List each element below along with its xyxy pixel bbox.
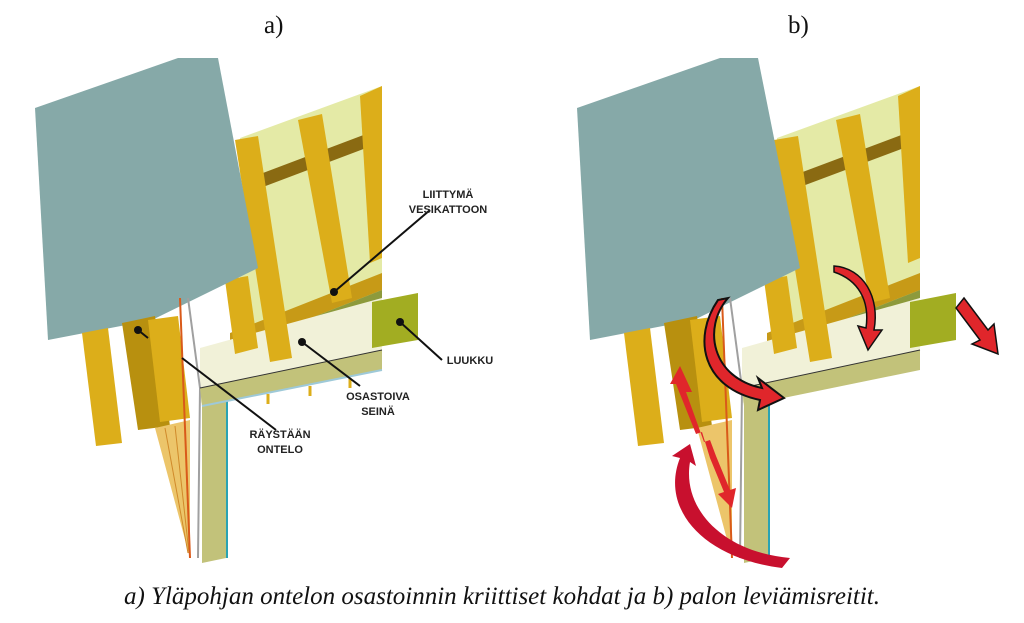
annotation-partition-wall: OSASTOIVA SEINÄ (298, 338, 410, 418)
hatch-panel (910, 293, 956, 348)
rafter (898, 86, 920, 263)
eave-construction-drawing (577, 58, 956, 563)
rafter (360, 86, 382, 263)
fire-spread-arrow-1 (833, 265, 884, 352)
fascia-board (148, 316, 190, 422)
rafter (774, 136, 832, 362)
fire-spread-arrow-2 (703, 296, 786, 412)
panel-b-diagram (552, 58, 1022, 568)
label-vesikattoon: VESIKATTOON (409, 204, 487, 216)
rafter-short (225, 276, 258, 354)
fire-spread-arrow-4 (670, 366, 736, 508)
roof-panel (35, 58, 258, 340)
eave-construction-drawing (35, 58, 418, 563)
label-liittyma: LIITTYMÄ (423, 188, 474, 201)
label-seina: SEINÄ (361, 405, 395, 418)
fascia-board (82, 328, 122, 446)
label-ontelo: ONTELO (257, 444, 303, 456)
soffit-boards (155, 420, 190, 558)
panel-a-diagram: LIITTYMÄ VESIKATTOON LUUKKU OSASTOIVA SE… (30, 58, 500, 568)
fascia-board (624, 328, 664, 446)
ceiling-board (200, 350, 382, 406)
attic-cavity (200, 298, 382, 403)
annotation-hatch: LUUKKU (396, 318, 493, 367)
ceiling-board (742, 350, 920, 406)
panel-a-title: a) (264, 12, 284, 39)
exterior-wall (744, 400, 768, 563)
rafter (298, 114, 352, 303)
fire-spread-arrow-3 (955, 296, 999, 356)
label-osastoiva: OSASTOIVA (346, 391, 410, 403)
fire-spread-arrows (670, 265, 999, 568)
orange-membrane (721, 297, 733, 559)
hatch-panel (372, 293, 418, 348)
rafter (235, 136, 292, 362)
figure-caption: a) Yläpohjan ontelon osastoinnin kriitti… (124, 583, 880, 610)
orange-membrane (179, 297, 191, 559)
exterior-wall (202, 400, 226, 563)
annotation-roof-junction: LIITTYMÄ VESIKATTOON (330, 188, 487, 296)
soffit-boards (697, 420, 732, 558)
rafter-short (764, 276, 797, 354)
roof-panel (577, 58, 800, 340)
rafter (836, 114, 890, 303)
annotation-eave-cavity: RÄYSTÄÄN ONTELO (134, 326, 311, 456)
label-luukku: LUUKKU (447, 355, 493, 367)
label-raystaan: RÄYSTÄÄN (249, 428, 310, 441)
panel-b-title: b) (788, 12, 809, 39)
fire-spread-arrow-5 (672, 444, 790, 568)
